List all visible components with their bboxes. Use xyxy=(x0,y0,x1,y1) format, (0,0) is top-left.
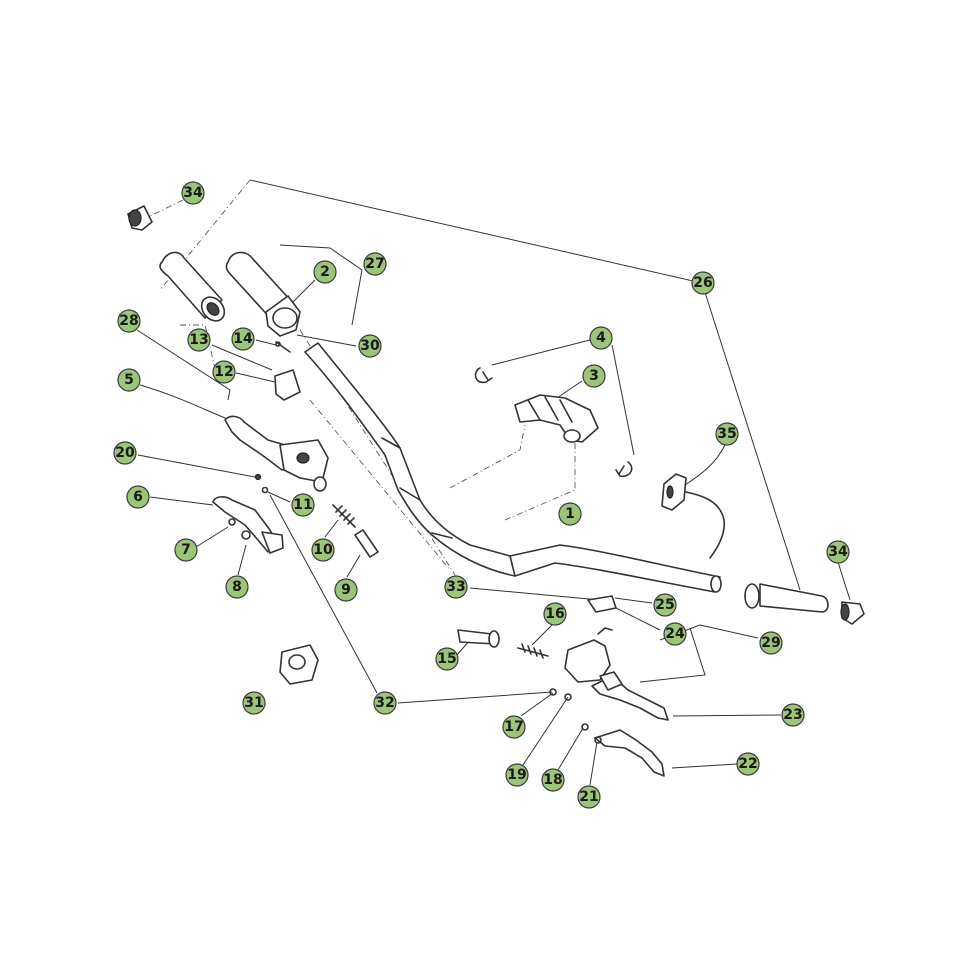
svg-text:35: 35 xyxy=(717,426,736,442)
clutch-lever xyxy=(212,496,284,554)
svg-text:18: 18 xyxy=(543,772,562,788)
left-switch-housing xyxy=(274,341,301,401)
svg-text:26: 26 xyxy=(693,275,712,291)
svg-text:16: 16 xyxy=(545,606,564,622)
callout-7: 7 xyxy=(174,538,198,562)
svg-text:11: 11 xyxy=(293,497,312,513)
callout-3: 3 xyxy=(582,364,606,388)
svg-text:7: 7 xyxy=(181,542,191,558)
svg-text:13: 13 xyxy=(189,332,208,348)
callout-21: 21 xyxy=(577,785,601,809)
svg-text:3: 3 xyxy=(589,368,599,384)
svg-text:19: 19 xyxy=(507,767,526,783)
svg-text:10: 10 xyxy=(313,542,333,558)
callout-2: 2 xyxy=(313,260,337,284)
callout-18: 18 xyxy=(541,768,565,792)
callout-1: 1 xyxy=(558,502,582,526)
svg-text:21: 21 xyxy=(579,789,598,805)
cable-clamp xyxy=(514,394,599,443)
svg-text:27: 27 xyxy=(365,256,384,272)
svg-text:17: 17 xyxy=(504,719,523,735)
callout-13: 13 xyxy=(187,328,211,352)
svg-text:25: 25 xyxy=(655,597,674,613)
callout-16: 16 xyxy=(543,602,567,626)
callout-26: 26 xyxy=(691,271,715,295)
callout-6: 6 xyxy=(126,485,150,509)
svg-text:34: 34 xyxy=(183,185,203,201)
svg-text:31: 31 xyxy=(244,695,263,711)
svg-text:8: 8 xyxy=(232,579,242,595)
callout-30: 30 xyxy=(358,334,382,358)
clutch-assembly xyxy=(224,415,329,494)
callout-4: 4 xyxy=(589,326,613,350)
callout-34-left: 34 xyxy=(181,181,205,205)
callout-33: 33 xyxy=(444,575,468,599)
callout-17: 17 xyxy=(502,715,526,739)
callout-5: 5 xyxy=(117,368,141,392)
svg-text:5: 5 xyxy=(124,372,134,388)
callout-8: 8 xyxy=(225,575,249,599)
callout-11: 11 xyxy=(291,493,315,517)
svg-text:34: 34 xyxy=(828,544,848,560)
callout-19: 19 xyxy=(505,763,529,787)
callout-14: 14 xyxy=(231,327,255,351)
brake-master-cylinder xyxy=(564,595,617,683)
callout-24: 24 xyxy=(663,622,687,646)
svg-text:14: 14 xyxy=(233,331,253,347)
svg-text:30: 30 xyxy=(360,338,380,354)
brake-lever-upper xyxy=(591,671,669,721)
callout-23: 23 xyxy=(781,703,805,727)
handlebar xyxy=(304,342,722,593)
callout-labels: 1 2 3 4 5 6 7 8 9 10 11 12 13 14 15 16 1… xyxy=(113,181,850,809)
svg-text:1: 1 xyxy=(565,506,575,522)
kill-switch xyxy=(661,473,726,559)
svg-text:4: 4 xyxy=(596,330,606,346)
svg-text:24: 24 xyxy=(665,626,685,642)
spring-pin xyxy=(332,504,379,558)
svg-text:23: 23 xyxy=(783,707,802,723)
svg-text:22: 22 xyxy=(738,756,757,772)
switch-cover xyxy=(279,644,319,685)
svg-text:15: 15 xyxy=(437,651,456,667)
svg-text:32: 32 xyxy=(375,695,394,711)
callout-15: 15 xyxy=(435,647,459,671)
svg-text:20: 20 xyxy=(115,445,135,461)
svg-text:9: 9 xyxy=(341,582,351,598)
svg-text:29: 29 xyxy=(761,635,780,651)
callout-27: 27 xyxy=(363,252,387,276)
callout-35: 35 xyxy=(715,422,739,446)
callout-22: 22 xyxy=(736,752,760,776)
left-bar-end xyxy=(127,205,153,231)
small-hardware xyxy=(549,688,572,701)
callout-31: 31 xyxy=(242,691,266,715)
u-bolts xyxy=(474,367,633,478)
callout-9: 9 xyxy=(334,578,358,602)
svg-text:2: 2 xyxy=(320,264,330,280)
svg-text:33: 33 xyxy=(446,579,465,595)
brake-lever-lower xyxy=(581,723,665,777)
brake-piston xyxy=(457,629,549,659)
callout-29: 29 xyxy=(759,631,783,655)
svg-text:28: 28 xyxy=(119,313,138,329)
throttle-grip xyxy=(225,251,301,337)
callout-12: 12 xyxy=(212,360,236,384)
svg-text:12: 12 xyxy=(214,364,233,380)
callout-28: 28 xyxy=(117,309,141,333)
callout-25: 25 xyxy=(653,593,677,617)
left-grip xyxy=(159,251,226,322)
callout-34-right: 34 xyxy=(826,540,850,564)
callout-20: 20 xyxy=(113,441,137,465)
callout-10: 10 xyxy=(311,538,335,562)
svg-text:6: 6 xyxy=(133,489,143,505)
right-grip xyxy=(744,583,865,625)
callout-32: 32 xyxy=(373,691,397,715)
